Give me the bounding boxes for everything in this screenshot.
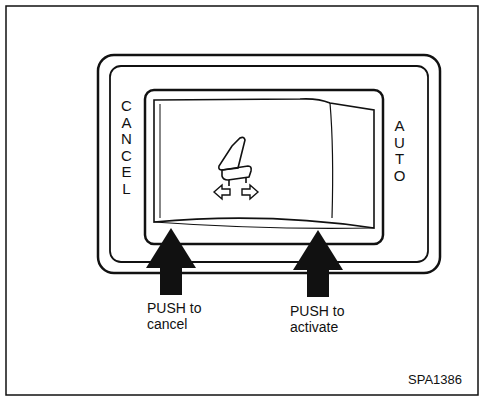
slide-arrows — [214, 185, 258, 199]
right-arrow — [242, 185, 258, 199]
push-arrow — [293, 230, 343, 297]
seat-rail — [229, 177, 246, 186]
switch-bezel — [110, 66, 428, 262]
push-arrow — [146, 228, 196, 295]
figure-code: SPA1386 — [408, 373, 462, 388]
seat-icon — [219, 137, 251, 186]
switch-legend: CANCEL — [119, 98, 134, 197]
rocker-edge — [160, 104, 161, 218]
switch-legend: AUTO — [392, 118, 407, 184]
instruction-label: PUSH to activate — [290, 303, 364, 335]
rocker-frame — [145, 90, 383, 244]
seat-cushion — [222, 166, 251, 180]
seat-back — [219, 137, 245, 170]
left-arrow — [214, 185, 230, 199]
rocker-edge — [154, 222, 374, 228]
figure-frame — [6, 6, 478, 395]
switch-housing — [98, 55, 440, 273]
instruction-label: PUSH to cancel — [147, 300, 211, 332]
rocker-face — [154, 99, 374, 228]
rocker-crease — [330, 103, 333, 218]
